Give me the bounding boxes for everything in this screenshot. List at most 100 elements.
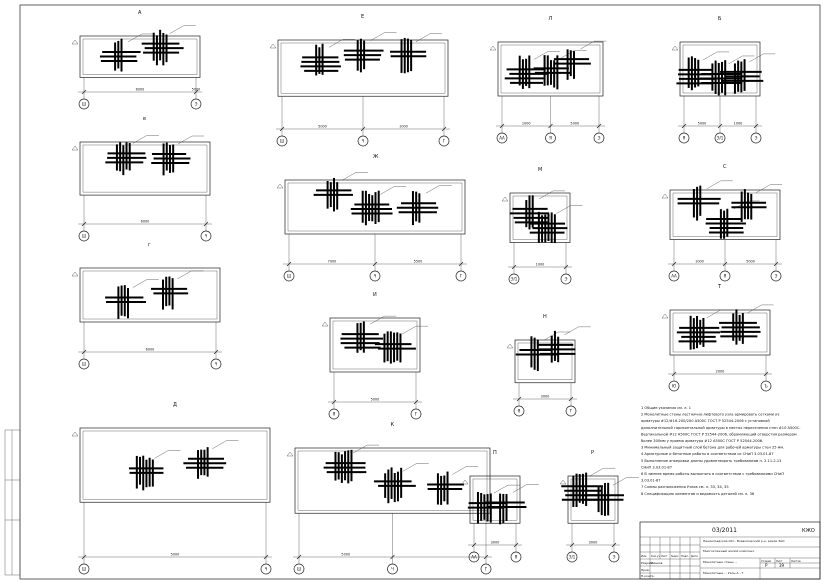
rebar-cluster <box>343 32 397 73</box>
dimension-tick <box>471 542 477 548</box>
axis-label: Г <box>443 139 446 144</box>
wall-inner-line <box>297 450 488 511</box>
rebar-cluster <box>99 33 154 72</box>
dimension-value: 6000 <box>136 88 145 92</box>
rev-developer-name: Иванов <box>651 561 663 565</box>
dimension-tick <box>441 126 447 132</box>
leader-line <box>169 25 196 34</box>
dimension-value: 1000 <box>536 263 545 267</box>
dimension-tick <box>263 554 269 560</box>
axis-label: Г <box>415 412 418 417</box>
detail-label: П <box>493 450 497 456</box>
side-stamp <box>4 429 21 576</box>
axis-bubble <box>410 408 422 420</box>
rev-checker-role: Пров. <box>641 568 650 572</box>
dimension-value: 7000 <box>328 260 337 264</box>
leader-line <box>560 50 587 59</box>
axis-bubble <box>565 405 577 417</box>
leader-line <box>544 331 571 341</box>
wall-outline <box>514 339 576 384</box>
leader-line <box>534 51 561 60</box>
elevation-mark <box>269 43 277 49</box>
title-line-1: Ленинградская обл., Всеволожский р-н, зе… <box>703 539 785 543</box>
note-line: дополнительной горизонтальной арматуры в… <box>641 426 801 430</box>
sheet-number: 39 <box>779 563 785 568</box>
axis-label: Ш <box>287 274 291 279</box>
axis-bubble <box>566 551 578 563</box>
rebar-cluster <box>536 326 591 363</box>
axis-bubble <box>78 98 90 110</box>
axis-label: Ч <box>391 567 394 572</box>
rev-developer-role: Разраб. <box>641 561 653 565</box>
elevation-mark <box>71 271 79 277</box>
leader-line <box>539 190 566 200</box>
dimension-tick <box>203 221 209 227</box>
leader-line <box>402 463 429 472</box>
rebar-cluster <box>323 444 380 484</box>
wall-inner-line <box>332 320 418 370</box>
axis-bubble <box>508 273 520 285</box>
leader-line <box>452 466 479 475</box>
note-line: арматуры #12/#16-200/200 А500С ГОСТ Р 52… <box>641 419 770 423</box>
axis-bubble <box>210 358 222 370</box>
dimension-value: 5000 <box>371 398 380 402</box>
axis-label: Ш <box>297 567 301 572</box>
axis-label: Ч <box>215 362 218 367</box>
leader-line <box>589 468 616 477</box>
axis-bubble <box>719 270 731 282</box>
axis-label: Ш <box>82 362 86 367</box>
leader-line <box>612 477 639 486</box>
rebar-cluster <box>583 477 639 516</box>
dimension-tick <box>563 264 569 270</box>
project-code: 03/2011 <box>712 527 737 534</box>
rebar-cluster <box>151 270 204 310</box>
leader-line <box>755 184 783 193</box>
axis-bubble <box>369 270 381 282</box>
dimension-tick <box>331 399 337 405</box>
dimension-value: 3000 <box>541 395 550 399</box>
dimension-tick <box>372 261 378 267</box>
note-line: 8 Спецификацию элементов и ведомость дет… <box>641 492 755 496</box>
dimension-value: 1000 <box>734 122 743 126</box>
dimension-tick <box>513 542 519 548</box>
axis-label: Ч <box>374 274 377 279</box>
note-line: 3 Минимальный защитный слой бетона для р… <box>641 446 784 450</box>
detail-label: С <box>723 164 727 170</box>
axis-label: Э/1 <box>717 136 724 141</box>
axis-bubble <box>293 563 305 575</box>
rebar-cluster <box>313 172 369 212</box>
axis-bubble <box>496 132 508 144</box>
stage-header: Стадия <box>761 559 771 563</box>
note-line: 7 Схемы расположения Узлов см. л. 33, 34… <box>641 485 729 489</box>
dimension-tick <box>516 396 522 402</box>
rebar-cluster <box>374 325 429 364</box>
axis-label: Ш <box>280 139 284 144</box>
wall-outline <box>469 475 521 524</box>
axis-bubble <box>750 132 762 144</box>
axis-label: Я <box>515 555 518 560</box>
wall-inner-line <box>82 38 198 75</box>
leader-line <box>728 55 755 65</box>
axis-bubble <box>283 270 295 282</box>
detail-label: в <box>143 116 146 122</box>
revision-header-cell: №док <box>671 555 679 558</box>
sheet-header: Лист <box>776 559 783 563</box>
dimension-tick <box>568 396 574 402</box>
axis-label: Г <box>570 409 573 414</box>
note-line: Вертикальной #12 А500С ГОСТ Р 52544-2006… <box>641 432 797 436</box>
axis-label: Э <box>755 136 758 141</box>
dimension-value: 5000 <box>192 88 201 92</box>
axis-label: Ч <box>362 139 365 144</box>
title-block: Разраб. Иванов Пров. Н.контр. Изм.Кол.уч… <box>639 521 821 580</box>
wall-outline <box>329 317 421 373</box>
revision-header-cell: Изм. <box>641 554 647 558</box>
detail-label: г <box>148 242 151 248</box>
dimension-tick <box>722 261 728 267</box>
leader-line <box>177 135 204 145</box>
dimension-tick <box>413 399 419 405</box>
axis-label: Ш <box>82 102 86 107</box>
